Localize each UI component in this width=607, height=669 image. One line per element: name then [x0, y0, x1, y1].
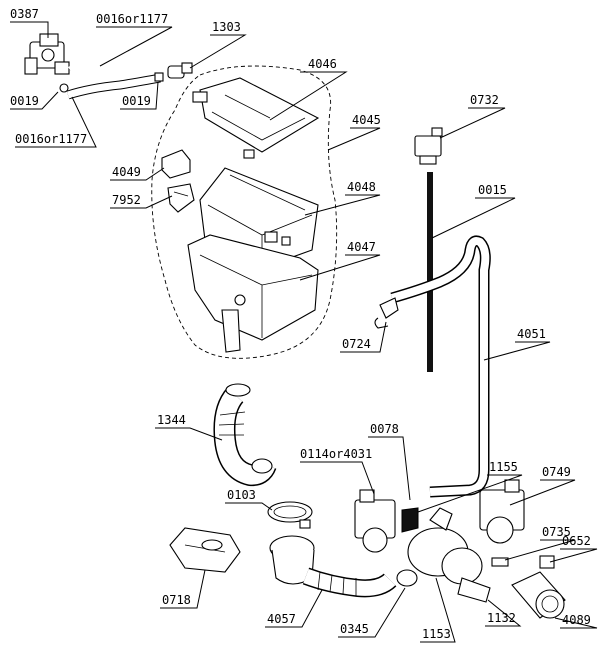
pressure-switch-drawing — [414, 127, 443, 165]
label-0732: 0732 — [470, 93, 499, 107]
label-0103: 0103 — [227, 488, 256, 502]
label-7952: 7952 — [112, 193, 141, 207]
label-0078: 0078 — [370, 422, 399, 436]
drain-hose-drawing — [374, 235, 491, 498]
sensor-block-drawing — [491, 557, 509, 567]
label-1344: 1344 — [157, 413, 186, 427]
label-0019-left: 0019 — [10, 94, 39, 108]
filter-seal-drawing — [401, 507, 419, 533]
leader-lines — [10, 21, 598, 643]
label-0724: 0724 — [342, 337, 371, 351]
inlet-hoses-drawing — [59, 48, 193, 100]
label-0016-or-1177-top: 0016or1177 — [96, 12, 168, 26]
label-4047: 4047 — [347, 240, 376, 254]
drain-pump-left-drawing — [354, 489, 396, 553]
label-4046: 4046 — [308, 57, 337, 71]
dispenser-cover-drawing — [192, 77, 320, 159]
label-4048: 4048 — [347, 180, 376, 194]
label-0387: 0387 — [10, 7, 39, 21]
drain-pump-right-drawing — [479, 479, 525, 544]
label-0718: 0718 — [162, 593, 191, 607]
label-0345: 0345 — [340, 622, 369, 636]
label-4051: 4051 — [517, 327, 546, 341]
label-0016-or-1177-bottom: 0016or1177 — [15, 132, 87, 146]
label-1153: 1153 — [422, 627, 451, 641]
label-0019-right: 0019 — [122, 94, 151, 108]
pump-filter-drawing — [511, 571, 566, 619]
sump-assembly-drawing — [269, 535, 397, 598]
label-4049: 4049 — [112, 165, 141, 179]
dispenser-housing-drawing — [187, 234, 319, 353]
part-labels: 0387 0016or1177 1303 0019 0019 0016or117… — [10, 7, 591, 641]
label-1303: 1303 — [212, 20, 241, 34]
label-0652: 0652 — [562, 534, 591, 548]
filter-cover-drawing — [169, 527, 241, 573]
label-4089: 4089 — [562, 613, 591, 627]
inlet-valve-drawing — [24, 33, 70, 75]
sump-hose-drawing — [213, 383, 277, 487]
siphon-cap-drawing — [161, 149, 195, 213]
small-clamp-drawing — [396, 569, 418, 587]
label-4045: 4045 — [352, 113, 381, 127]
label-0114-or-4031: 0114or4031 — [300, 447, 372, 461]
hose-clamp-drawing — [267, 501, 313, 529]
clip-drawing — [539, 555, 555, 569]
label-1155: 1155 — [489, 460, 518, 474]
label-1132: 1132 — [487, 611, 516, 625]
label-4057: 4057 — [267, 612, 296, 626]
label-0735: 0735 — [542, 525, 571, 539]
label-0015: 0015 — [478, 183, 507, 197]
pump-housing-drawing — [407, 507, 491, 603]
label-0749: 0749 — [542, 465, 571, 479]
